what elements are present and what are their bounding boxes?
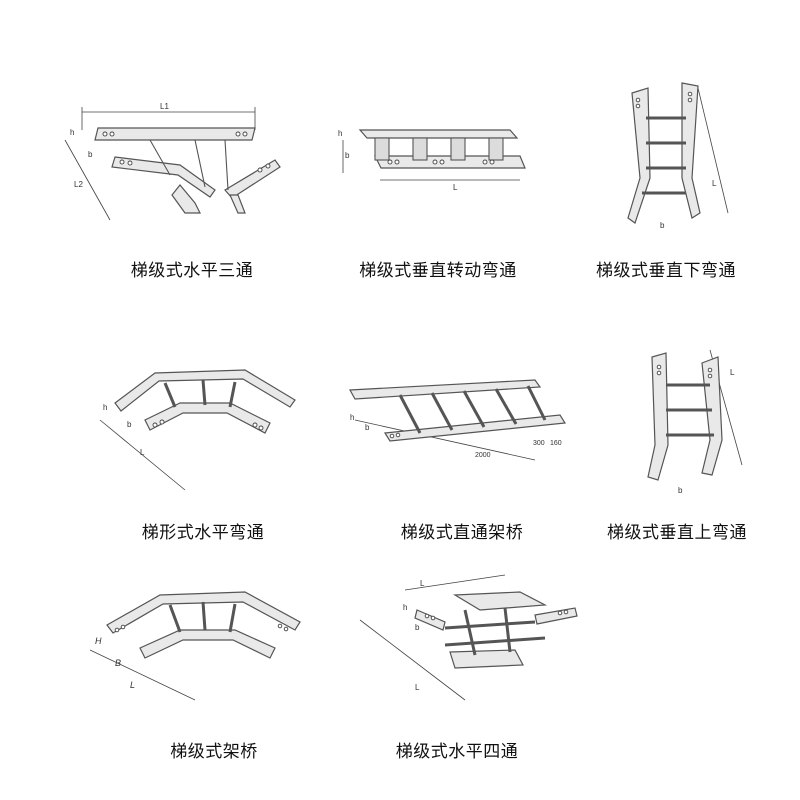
figure-vertical-down-bend: L b [627, 82, 729, 230]
dim-label-w2: 160 [550, 440, 562, 447]
caption-vertical-up-bend: 梯级式垂直上弯通 [607, 523, 747, 543]
dim-label-b: b [88, 150, 93, 159]
dim-label-b: b [678, 486, 683, 495]
figure-horizontal-bend: h b L [99, 369, 296, 491]
figure-straight-tray: h b 2000 300 160 [349, 379, 567, 461]
dim-label-length: 2000 [475, 452, 491, 459]
dim-label-w1: 300 [533, 440, 545, 447]
figure-horizontal-cross: L h b L [359, 574, 578, 701]
caption-vertical-down-bend: 梯级式垂直下弯通 [596, 261, 736, 281]
dim-label-l: L [730, 368, 735, 377]
caption-straight-tray: 梯级式直通架桥 [400, 523, 524, 543]
dim-label-h: h [350, 413, 354, 422]
dim-label-b: b [660, 221, 665, 230]
dim-label-b: b [365, 423, 370, 432]
dim-label-b: b [345, 151, 350, 160]
dim-label-h: h [70, 128, 74, 137]
caption-horizontal-bend: 梯形式水平弯通 [141, 523, 265, 543]
dim-label-l: L [130, 680, 135, 690]
dim-label-h: h [338, 129, 342, 138]
dim-label-l2: L2 [74, 180, 83, 189]
dim-label-h: h [403, 603, 407, 612]
dim-label-b: b [415, 623, 420, 632]
dim-label-b: b [127, 420, 132, 429]
figure-horizontal-tee: L1 L2 h b [64, 102, 281, 221]
caption-vertical-rotating-bend: 梯级式垂直转动弯通 [359, 261, 517, 281]
caption-tray-bend: 梯级式架桥 [170, 742, 258, 762]
figure-tray-bend: H B L [89, 591, 301, 701]
dim-label-h: h [103, 403, 107, 412]
dim-label-l: L [712, 179, 717, 188]
figure-vertical-rotating-bend: h b L [338, 129, 526, 192]
dim-label-l: L [415, 683, 420, 692]
dim-label-h: H [95, 636, 102, 646]
dim-label-l1: L1 [160, 102, 169, 111]
dim-label-l: L [140, 448, 145, 457]
dim-label-l: L [453, 183, 458, 192]
caption-horizontal-cross: 梯级式水平四通 [395, 742, 519, 762]
caption-horizontal-tee: 梯级式水平三通 [130, 261, 254, 281]
figure-vertical-up-bend: L b [647, 349, 743, 495]
dim-label-l-top: L [420, 579, 425, 588]
